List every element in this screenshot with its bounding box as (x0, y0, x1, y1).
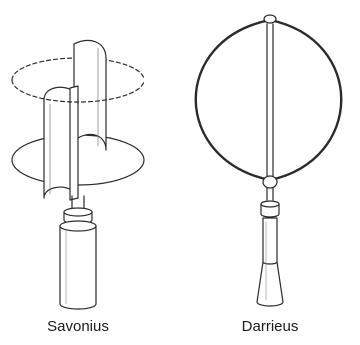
darrieus-label: Darrieus (242, 318, 299, 335)
savonius-center-strip (70, 86, 78, 200)
darrieus-turbine (196, 15, 342, 306)
darrieus-mast (267, 24, 273, 176)
darrieus-top-cap (264, 15, 276, 23)
savonius-label: Savonius (47, 318, 109, 335)
darrieus-blade-right (270, 20, 341, 180)
darrieus-collar (261, 201, 279, 217)
darrieus-blade-left (196, 20, 270, 180)
darrieus-lower-hub (263, 176, 277, 200)
darrieus-tower (257, 218, 283, 306)
savonius-turbine (12, 40, 144, 309)
savonius-left-bucket (44, 87, 72, 198)
savonius-base-cylinder (60, 221, 96, 309)
savonius-right-bucket (74, 40, 106, 150)
